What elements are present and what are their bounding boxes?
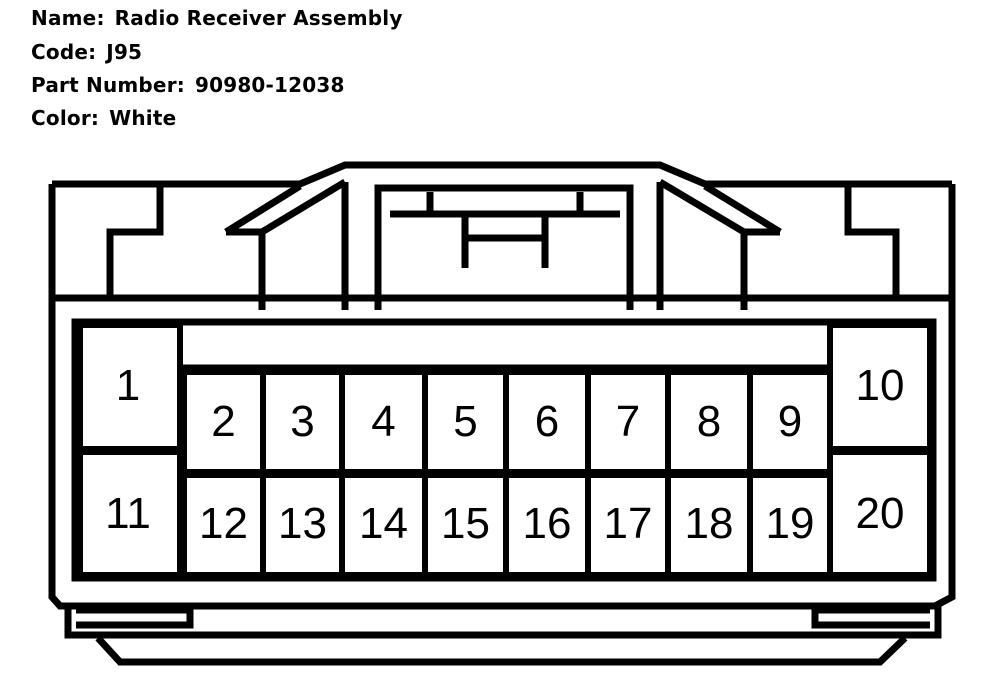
part-number-value: 90980-12038 [194,73,345,97]
pin-label-16: 16 [523,499,572,548]
name-label: Name: [31,6,105,30]
pin-label-10: 10 [856,361,905,410]
code-value: J95 [106,40,143,64]
left-notch [106,184,164,298]
connector-part-number: Part Number: 90980-12038 [31,73,345,97]
pin-label-14: 14 [359,499,408,548]
bottom-rail [64,606,942,639]
pin-label-17: 17 [604,499,653,548]
pin-label-18: 18 [685,499,734,548]
bottom-lip [95,635,908,666]
pin-label-8: 8 [697,397,721,446]
pin-label-11: 11 [105,489,151,538]
pin-label-20: 20 [856,489,905,538]
pin-label-2: 2 [211,397,235,446]
pin-cavity-11 [77,449,183,578]
pin-label-15: 15 [441,499,490,548]
pin-label-3: 3 [290,397,314,446]
housing-outline [48,184,956,610]
pin-cavity-19 [747,472,833,578]
pin-label-13: 13 [278,499,327,548]
code-label: Code: [31,40,97,64]
bottom-left-latch [76,606,194,629]
connector-code: Code: J95 [31,40,142,64]
pin-label-9: 9 [778,397,802,446]
lock-window [374,184,634,310]
color-value: White [109,106,177,130]
right-notch [844,184,900,298]
connector-name: Name: Radio Receiver Assembly [31,6,403,30]
pin-label-6: 6 [535,397,559,446]
pin-label-12: 12 [199,499,248,548]
part-number-label: Part Number: [31,73,185,97]
pin-label-5: 5 [453,397,477,446]
housing-top-edge [52,161,952,188]
pin-label-1: 1 [116,361,140,410]
right-ramp-slope [703,183,782,235]
left-ramp-slope [224,183,302,235]
bottom-right-latch [811,606,930,629]
right-ramp-inner-slope [658,178,746,236]
name-value: Radio Receiver Assembly [114,6,403,30]
left-ramp-inner-slope [260,179,347,235]
pin-label-19: 19 [766,499,815,548]
pin-label-7: 7 [616,397,640,446]
color-label: Color: [31,106,100,130]
connector-color: Color: White [31,106,176,130]
pin-label-4: 4 [371,397,395,446]
